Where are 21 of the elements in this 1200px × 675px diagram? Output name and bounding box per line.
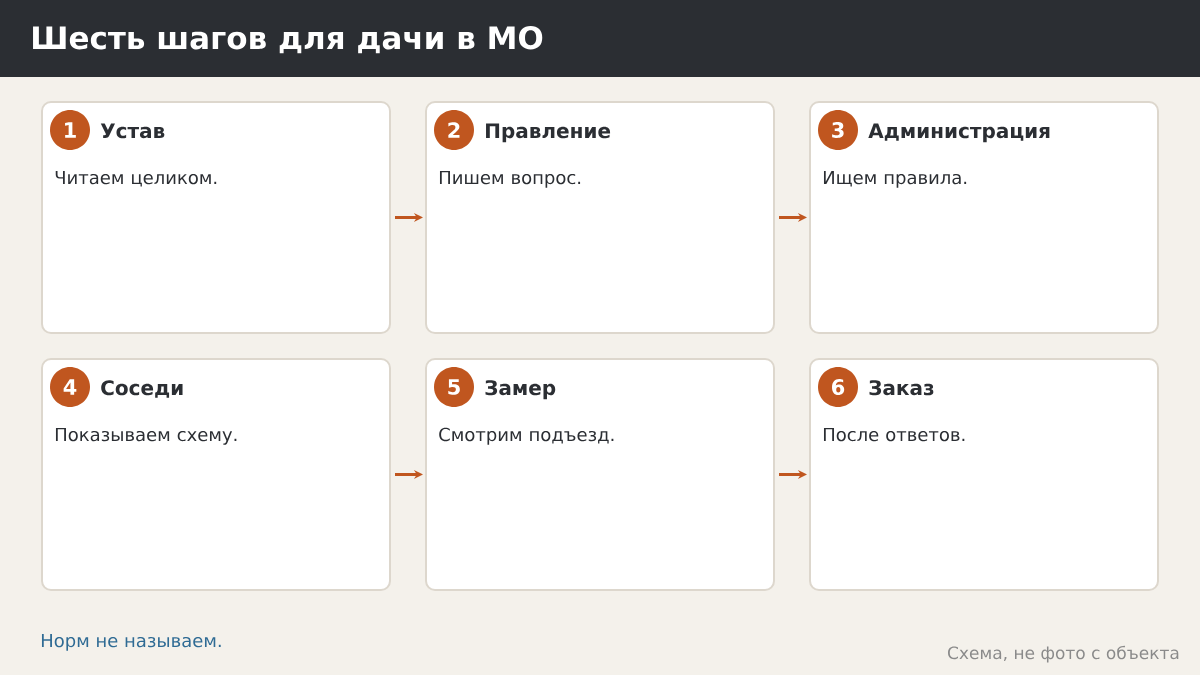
step-text: Смотрим подъезд.: [439, 427, 614, 445]
note-text: Схема, не фото с объекта: [948, 645, 1179, 663]
title-bar: Шесть шагов для дачи в МО: [0, 0, 1200, 77]
number-badge: 5: [434, 367, 474, 407]
step-heading: Замер: [485, 380, 556, 400]
step-text: Показываем схему.: [55, 427, 237, 445]
number-badge: 4: [50, 367, 90, 407]
step-heading: Администрация: [868, 123, 1050, 143]
footnote: Норм не называем.: [41, 633, 221, 651]
step-text: Читаем целиком.: [55, 170, 217, 187]
step-text: Пишем вопрос.: [440, 170, 581, 188]
step-heading: Устав: [100, 123, 165, 139]
step-text: Ищем правила.: [824, 170, 967, 188]
step-heading: Соседи: [101, 380, 183, 398]
step-heading: Правление: [486, 123, 611, 143]
number-badge: 3: [818, 110, 858, 150]
step-text: После ответов.: [824, 427, 965, 442]
number-badge: 1: [50, 110, 90, 150]
number-badge: 6: [818, 367, 858, 407]
step-heading: Заказ: [869, 380, 934, 396]
number-badge: 2: [434, 110, 474, 150]
